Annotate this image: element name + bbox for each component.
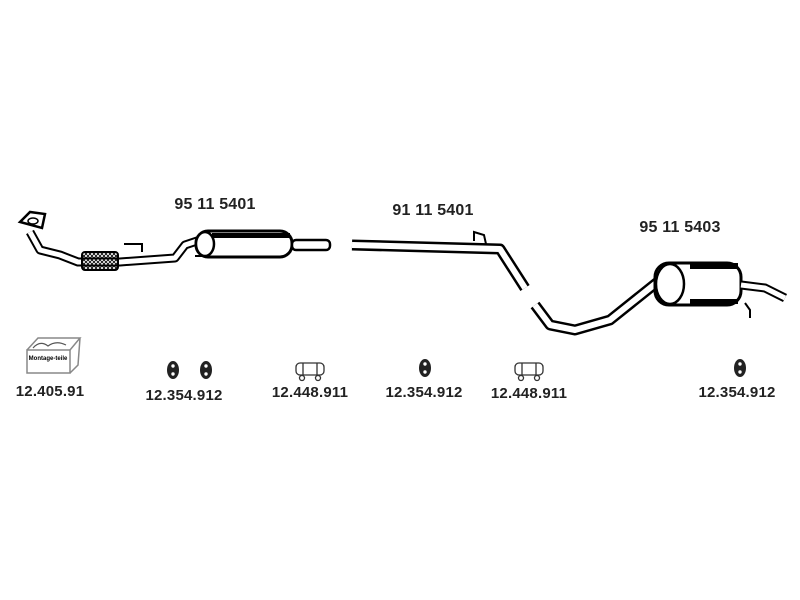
intermediate-pipe-assembly (351, 230, 530, 291)
pipe-clamp-icon (514, 362, 544, 382)
part-number-rubber-mount: 12.354.912 (385, 384, 463, 401)
part-number-rubber-mount: 12.354.912 (698, 384, 776, 401)
part-number-front-assembly: 95 11 5401 (174, 196, 256, 213)
pipe-clamp-icon (295, 362, 325, 382)
rubber-mount-icon (419, 359, 431, 377)
hanger-bracket (473, 230, 487, 245)
hanger-bracket (124, 243, 143, 252)
front-pipe-assembly (17, 210, 332, 271)
part-number-rear-silencer: 95 11 5403 (639, 219, 721, 236)
part-number-intermediate-pipe: 91 11 5401 (392, 202, 474, 219)
mounting-kit-box-icon: Montage-teile (26, 337, 82, 374)
rear-silencer-assembly (530, 261, 788, 336)
rubber-mount-icon (167, 361, 179, 379)
part-number-rubber-mount: 12.354.912 (145, 387, 223, 404)
flex-pipe (81, 251, 119, 271)
part-number-pipe-clamp: 12.448.911 (271, 384, 349, 401)
rubber-mount-icon (734, 359, 746, 377)
tailpipe-stub (290, 238, 332, 252)
part-number-mounting-kit: 12.405.91 (15, 383, 85, 400)
svg-text:Montage-teile: Montage-teile (29, 356, 68, 362)
part-number-pipe-clamp: 12.448.911 (490, 385, 568, 402)
manifold-flange-icon (17, 210, 47, 230)
rubber-mount-icon (200, 361, 212, 379)
